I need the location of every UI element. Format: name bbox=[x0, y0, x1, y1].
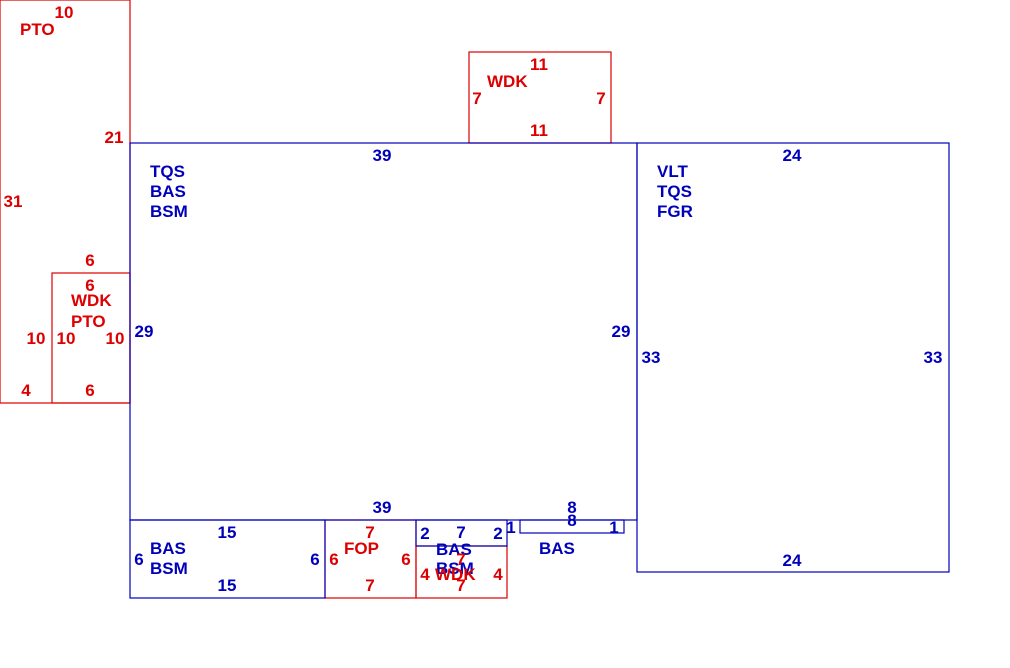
dim-patio-top: 10 bbox=[55, 3, 74, 22]
dim-porch-right: 6 bbox=[401, 550, 410, 569]
dim-garage-right: 33 bbox=[924, 348, 943, 367]
bottom-left-code-2: BSM bbox=[150, 559, 188, 578]
dim-garage-bottom: 24 bbox=[783, 551, 802, 570]
dim-small-deck-top-b: 6 bbox=[85, 276, 94, 295]
small-deck-code-1: WDK bbox=[71, 291, 112, 310]
dim-small-deck-right: 10 bbox=[106, 329, 125, 348]
dim-lower-deck-left: 4 bbox=[420, 565, 430, 584]
dim-bl-left: 6 bbox=[134, 550, 143, 569]
dim-patio-left: 31 bbox=[4, 192, 23, 211]
dim-strip-top-b: 8 bbox=[567, 511, 576, 530]
dim-patio-bottom: 4 bbox=[21, 381, 31, 400]
dim-patio-mid: 10 bbox=[27, 329, 46, 348]
dim-lower-deck-bottom: 7 bbox=[456, 576, 465, 595]
garage-code-3: FGR bbox=[657, 202, 693, 221]
dim-lower-deck-right: 4 bbox=[493, 565, 503, 584]
dim-strip-right: 1 bbox=[609, 518, 618, 537]
dim-main-left: 29 bbox=[135, 322, 154, 341]
dim-bm-right: 2 bbox=[493, 524, 502, 543]
dim-bl-right: 6 bbox=[310, 550, 319, 569]
patio-code: PTO bbox=[20, 20, 55, 39]
bottom-mid-outline bbox=[415, 519, 508, 547]
dim-small-deck-top-a: 6 bbox=[85, 251, 94, 270]
main-code-2: BAS bbox=[150, 182, 186, 201]
main-building-outline bbox=[129, 142, 638, 521]
dim-bl-top: 15 bbox=[218, 523, 237, 542]
dim-porch-bottom: 7 bbox=[365, 576, 374, 595]
bottom-left-code-1: BAS bbox=[150, 539, 186, 558]
lower-deck-code: WDK bbox=[435, 565, 476, 584]
dim-bm-left: 2 bbox=[420, 524, 429, 543]
dim-main-top: 39 bbox=[373, 146, 392, 165]
dim-main-bottom: 39 bbox=[373, 498, 392, 517]
garage-code-1: VLT bbox=[657, 162, 688, 181]
bottom-left-outline bbox=[129, 519, 326, 599]
garage-outline bbox=[636, 142, 950, 573]
dim-strip-left: 1 bbox=[506, 518, 515, 537]
strip-code: BAS bbox=[539, 539, 575, 558]
dim-small-deck-bottom: 6 bbox=[85, 381, 94, 400]
garage-code-2: TQS bbox=[657, 182, 692, 201]
dim-top-deck-top: 11 bbox=[530, 55, 548, 74]
small-deck-code-2: PTO bbox=[71, 312, 106, 331]
strip-outline bbox=[519, 519, 625, 534]
dim-patio-right: 21 bbox=[105, 128, 124, 147]
dim-main-right: 29 bbox=[612, 322, 631, 341]
dim-porch-top: 7 bbox=[365, 523, 374, 542]
main-code-3: BSM bbox=[150, 202, 188, 221]
dim-bm-top: 7 bbox=[456, 523, 465, 542]
dim-porch-left: 6 bbox=[329, 550, 338, 569]
main-code-1: TQS bbox=[150, 162, 185, 181]
bottom-mid-code-1: BAS bbox=[436, 540, 472, 559]
porch-code: FOP bbox=[344, 539, 379, 558]
dim-strip-top-a: 8 bbox=[567, 498, 576, 517]
dim-top-deck-bottom: 11 bbox=[530, 121, 548, 140]
dim-small-deck-left: 10 bbox=[57, 329, 76, 348]
top-deck-code: WDK bbox=[487, 72, 528, 91]
dim-bl-bottom: 15 bbox=[218, 576, 237, 595]
dim-lower-deck-top: 7 bbox=[456, 550, 465, 569]
dim-garage-left: 33 bbox=[642, 348, 661, 367]
bottom-mid-code-2: BSM bbox=[436, 559, 474, 578]
dim-garage-top: 24 bbox=[783, 146, 802, 165]
dim-top-deck-left: 7 bbox=[472, 89, 481, 108]
dim-top-deck-right: 7 bbox=[596, 89, 605, 108]
